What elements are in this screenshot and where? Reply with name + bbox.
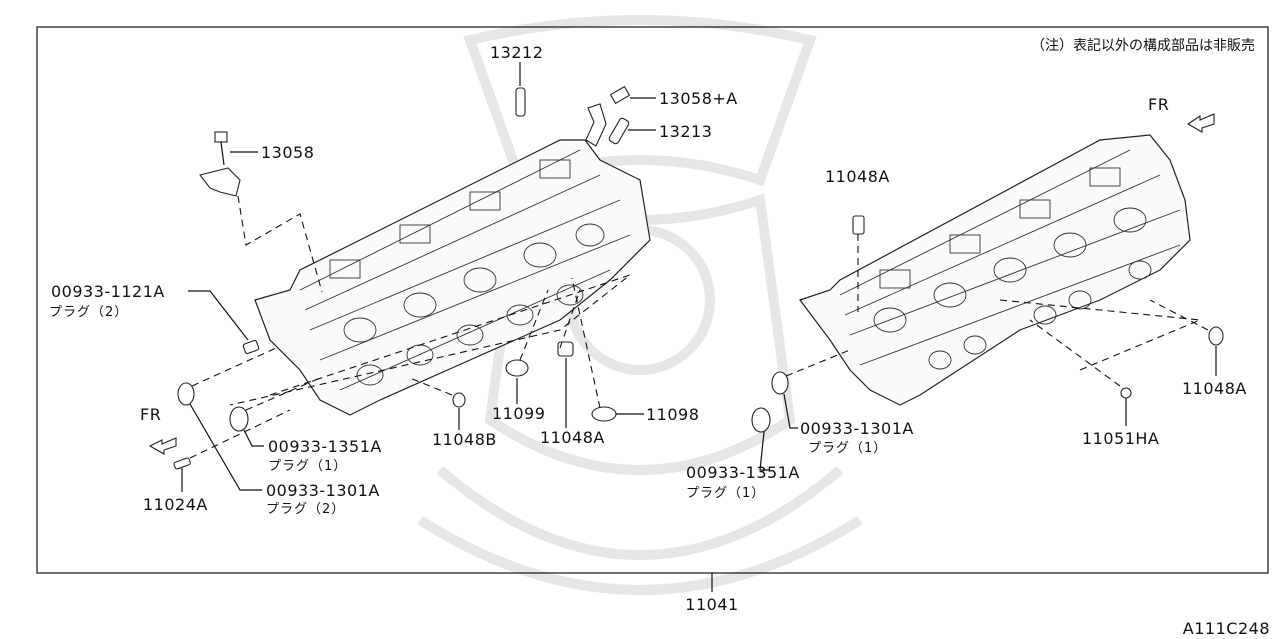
part-11048b-plug[interactable]: [452, 392, 466, 408]
diagram-frame: [36, 26, 1269, 574]
label-11098[interactable]: 11098: [646, 405, 699, 424]
part-13058a-fitting[interactable]: [585, 85, 631, 147]
figure-code: A111C248: [1183, 619, 1270, 638]
label-13058a[interactable]: 13058+A: [659, 89, 738, 108]
fr-arrow-right-icon: [1186, 113, 1215, 133]
label-11048a-mid[interactable]: 11048A: [540, 428, 605, 447]
cylinder-head-right: [799, 134, 1191, 406]
label-00933-1121a-sub: プラグ（2）: [49, 305, 128, 320]
label-00933-1121a[interactable]: 00933-1121A: [51, 282, 165, 301]
fr-arrow-left-icon: [148, 437, 177, 455]
part-11051ha-plug[interactable]: [1120, 387, 1132, 399]
fr-label-left: FR: [140, 405, 161, 424]
label-00933-1301a-right-sub: プラグ（1）: [808, 441, 887, 456]
label-00933-1301a-right[interactable]: 00933-1301A: [800, 419, 914, 438]
label-13058[interactable]: 13058: [261, 143, 314, 162]
note-text: （注）表記以外の構成部品は非販売: [1031, 37, 1255, 54]
part-11098-seal[interactable]: [591, 406, 617, 422]
label-00933-1301a-left[interactable]: 00933-1301A: [266, 481, 380, 500]
part-00933-1351a-right-plug[interactable]: [751, 407, 771, 433]
assembly-number[interactable]: 11041: [685, 595, 738, 614]
part-00933-1351a-left-plug[interactable]: [229, 406, 249, 432]
part-00933-1301a-left-plug[interactable]: [177, 382, 195, 406]
fr-label-right: FR: [1148, 95, 1169, 114]
part-00933-1301a-right-plug[interactable]: [771, 371, 789, 395]
part-13212-pin[interactable]: [515, 87, 526, 117]
part-13058-bolt[interactable]: [199, 131, 241, 197]
part-11048a-top[interactable]: [852, 215, 865, 235]
label-11024a[interactable]: 11024A: [143, 495, 208, 514]
part-11024a-pin[interactable]: [173, 457, 191, 470]
label-00933-1351a-right-sub: プラグ（1）: [686, 486, 765, 501]
cylinder-head-left: [254, 139, 651, 416]
label-11048b[interactable]: 11048B: [432, 430, 497, 449]
label-00933-1351a-left[interactable]: 00933-1351A: [268, 437, 382, 456]
label-11099[interactable]: 11099: [492, 404, 545, 423]
part-00933-1121a-plug[interactable]: [242, 339, 260, 355]
label-00933-1351a-right[interactable]: 00933-1351A: [686, 463, 800, 482]
part-11099-seal[interactable]: [505, 359, 529, 377]
label-00933-1351a-left-sub: プラグ（1）: [268, 459, 347, 474]
label-13213[interactable]: 13213: [659, 122, 712, 141]
part-11048a-mid[interactable]: [557, 341, 574, 357]
label-13212[interactable]: 13212: [490, 43, 543, 62]
label-11051ha[interactable]: 11051HA: [1082, 429, 1159, 448]
label-11048a-top[interactable]: 11048A: [825, 167, 890, 186]
label-00933-1301a-left-sub: プラグ（2）: [266, 502, 345, 517]
part-11048a-right[interactable]: [1208, 326, 1224, 346]
part-13213-sleeve[interactable]: [608, 117, 630, 145]
label-11048a-right[interactable]: 11048A: [1182, 379, 1247, 398]
